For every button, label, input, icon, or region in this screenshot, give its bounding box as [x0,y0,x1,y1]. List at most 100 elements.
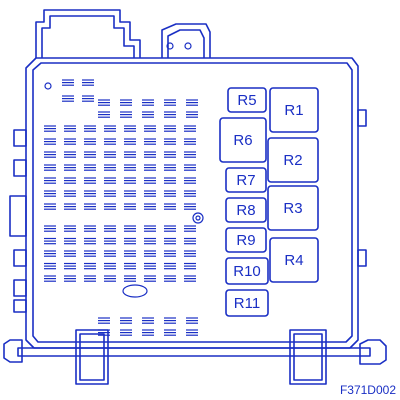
fuse-slot [84,203,96,210]
fuse-slot [142,317,154,324]
fuse-slot [144,164,156,171]
fuse-slot [84,262,96,270]
fuse-slot [184,177,196,184]
fuse-slot [64,138,76,145]
fuse-slot [142,99,154,106]
fuse-slot [104,262,116,270]
fuse-slot [98,111,110,118]
fuse-slot [124,151,136,158]
fuse-slot [84,190,96,197]
fuse-slot [84,237,96,245]
fuse-slot [84,125,96,132]
fuse-slot [164,225,176,232]
fuse-slot [82,79,94,86]
fuse-slot [186,329,198,336]
relay-r7: R7 [225,167,267,193]
fuse-slot [124,190,136,197]
fuse-slot [144,262,156,270]
fuse-slot [124,275,136,282]
fuse-slot [44,275,56,282]
fuse-slot [184,250,196,257]
fuse-slot [144,275,156,282]
fuse-slot [84,250,96,257]
fuse-slot [104,250,116,257]
fuse-slot [164,250,176,257]
relay-label: R7 [236,172,255,189]
fuse-slot [98,317,110,324]
fuse-box-decor [44,42,204,298]
fuse-slot [104,190,116,197]
relay-r6: R6 [219,117,267,163]
fuse-slot [124,250,136,257]
fuse-slot [62,95,74,102]
fuse-slot [64,225,76,232]
fuse-slot [84,138,96,145]
relay-outline [225,227,267,253]
fuse-slot [124,164,136,171]
fuse-slot [64,275,76,282]
relay-outline [225,197,267,223]
relay-label: R3 [283,200,302,217]
relay-r2: R2 [267,137,319,183]
fuse-slot [144,125,156,132]
fuse-slot [120,111,132,118]
fuse-slot [164,138,176,145]
fuse-slot [144,237,156,245]
fuse-slot [124,125,136,132]
relay-r11: R11 [225,289,269,317]
fuse-slot [124,262,136,270]
fuse-slot [164,164,176,171]
fuse-slot [186,111,198,118]
relay-label: R11 [234,295,260,312]
diagram-code-label: F371D002 [340,383,396,397]
fuse-slot [184,190,196,197]
fuse-slot [124,177,136,184]
fuse-slot [44,250,56,257]
relay-label: R10 [233,263,261,280]
fuse-slot [184,203,196,210]
fuse-slot [144,177,156,184]
relay-r3: R3 [267,185,319,231]
fuse-slot [186,317,198,324]
fuse-slot [104,151,116,158]
fuse-slot [144,138,156,145]
fuse-slot [184,125,196,132]
fuse-grid [44,79,198,336]
fuse-slot [184,151,196,158]
fuse-slot [164,203,176,210]
fuse-slot [164,125,176,132]
fuse-slot [120,329,132,336]
fuse-slot [184,164,196,171]
fuse-slot [64,250,76,257]
relay-label: R8 [236,202,255,219]
relay-outline [227,87,267,113]
fuse-slot [82,95,94,102]
fuse-slot [64,190,76,197]
relay-r8: R8 [225,197,267,223]
fuse-slot [98,99,110,106]
fuse-slot [104,164,116,171]
fuse-slot [164,151,176,158]
fuse-slot [144,225,156,232]
relay-outline [269,237,319,283]
fuse-slot [184,275,196,282]
relay-label: R1 [284,102,303,119]
fuse-slot [104,275,116,282]
fuse-slot [104,177,116,184]
fuse-slot [44,151,56,158]
fuse-slot [184,237,196,245]
fuse-slot [64,203,76,210]
fuse-slot [164,275,176,282]
fuse-slot [62,79,74,86]
fuse-slot [164,99,176,106]
relay-r5: R5 [227,87,267,113]
fuse-slot [164,237,176,245]
fuse-slot [44,125,56,132]
relay-label: R4 [284,252,303,269]
relay-label: R9 [236,232,255,249]
fuse-slot [84,151,96,158]
fuse-slot [104,225,116,232]
fuse-slot [184,225,196,232]
relay-r4: R4 [269,237,319,283]
